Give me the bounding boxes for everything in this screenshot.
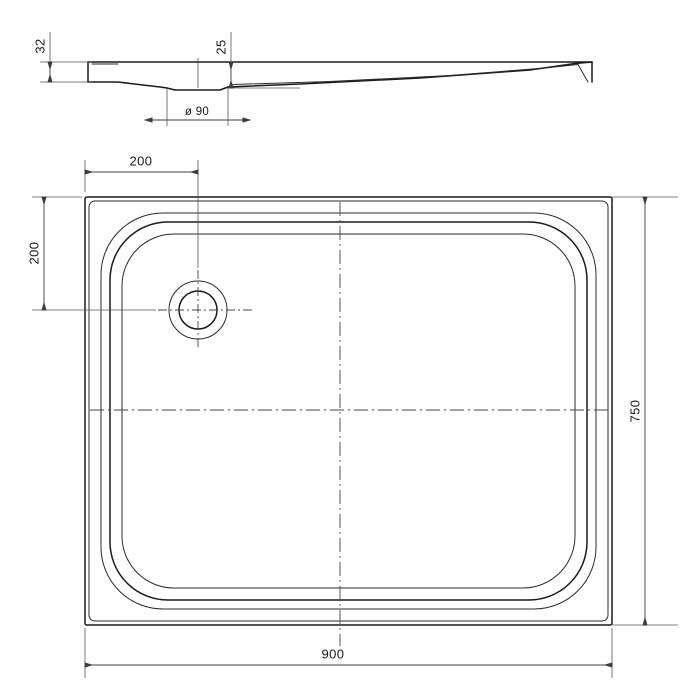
dim-label-width: 900 <box>322 646 345 661</box>
dim-label-drain-offset-y: 200 <box>26 242 41 265</box>
side-section-view: 32 25 ø 90 <box>32 32 593 126</box>
plan-basin-outline-inner <box>121 233 576 589</box>
section-profile-bottom-left <box>87 81 168 89</box>
plan-outer-rectangle <box>84 196 613 626</box>
plan-rim-inner-line <box>88 200 609 622</box>
dim-label-height-total: 32 <box>32 38 47 53</box>
dim-label-drain-diameter: ø 90 <box>185 106 209 118</box>
dim-label-depth: 750 <box>627 400 642 423</box>
section-profile-inner-skin <box>231 64 579 85</box>
section-profile-right-skin <box>577 64 589 83</box>
top-plan-view: 200 200 750 900 <box>26 153 678 678</box>
dim-label-drain-offset-x: 200 <box>130 153 153 168</box>
plan-basin-outline-outer <box>100 212 597 610</box>
dim-label-height-drain: 25 <box>213 39 228 54</box>
plan-basin-outline-middle <box>109 221 588 601</box>
section-profile-drain-recess <box>166 86 229 91</box>
